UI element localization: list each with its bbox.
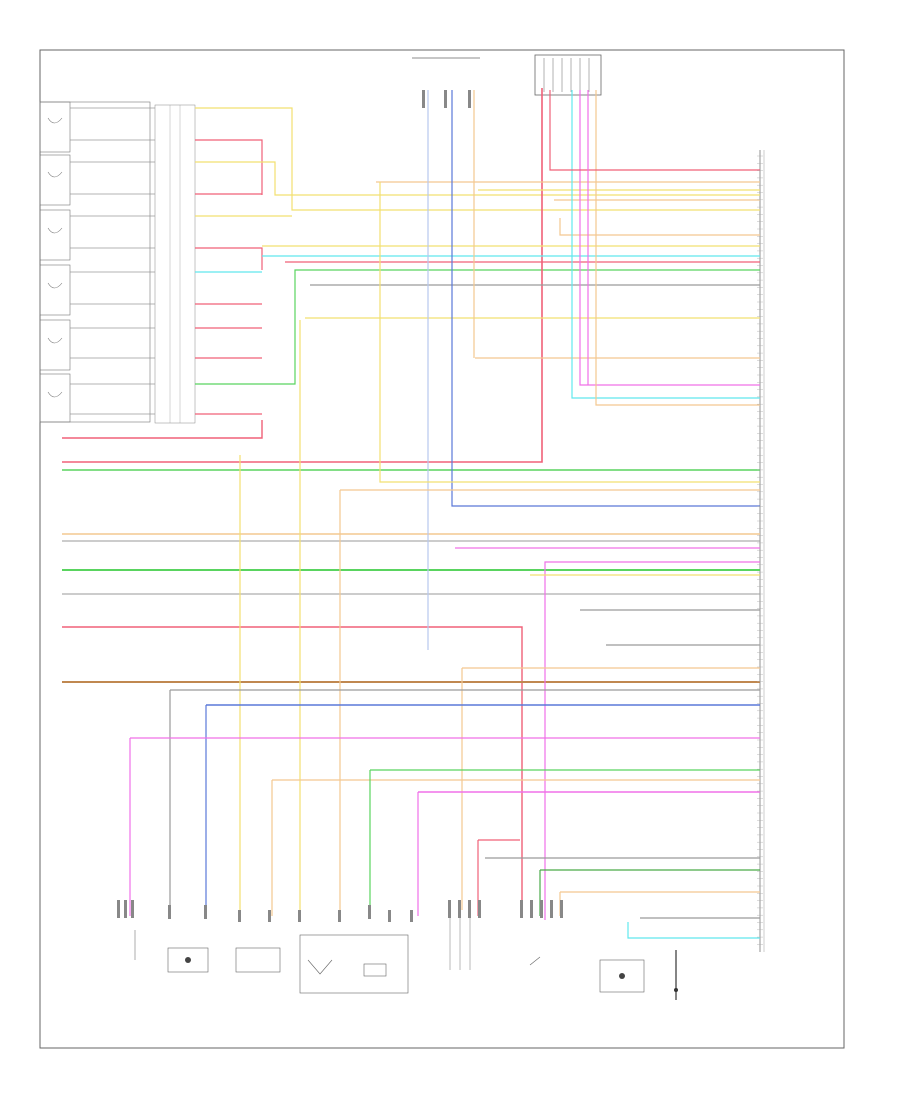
throttle-sensor-icon bbox=[299, 934, 409, 994]
ground-icon bbox=[674, 988, 678, 992]
coil-module-4 bbox=[39, 264, 71, 316]
motor-icon bbox=[167, 947, 209, 973]
coil-module-5 bbox=[39, 319, 71, 371]
switch-icon bbox=[529, 956, 541, 966]
ecm-connector-strip bbox=[759, 150, 765, 952]
bottom-components bbox=[134, 900, 678, 994]
coil-wires bbox=[70, 107, 155, 415]
ignition-coil-packs bbox=[39, 101, 196, 424]
coil-module-2 bbox=[39, 154, 71, 206]
ecm-bus-wires bbox=[62, 469, 760, 908]
pink-power-main bbox=[62, 88, 543, 463]
top-vertical-wires bbox=[427, 90, 760, 650]
relay-icon bbox=[235, 947, 281, 973]
ecm-top-wire-group bbox=[262, 90, 760, 406]
coil-output-wires bbox=[195, 107, 760, 415]
diagram-frame bbox=[39, 49, 845, 1049]
top-connector-box bbox=[412, 54, 602, 96]
sensor-box-icon bbox=[599, 959, 645, 993]
coil-module-3 bbox=[39, 209, 71, 261]
bottom-connector-pins bbox=[117, 90, 563, 922]
pink-power-feed bbox=[62, 420, 263, 439]
mid-wire-group bbox=[129, 182, 760, 1000]
coil-module-6 bbox=[39, 373, 71, 423]
ecm-pin-ticks bbox=[757, 155, 763, 945]
coil-module-1 bbox=[39, 101, 71, 153]
